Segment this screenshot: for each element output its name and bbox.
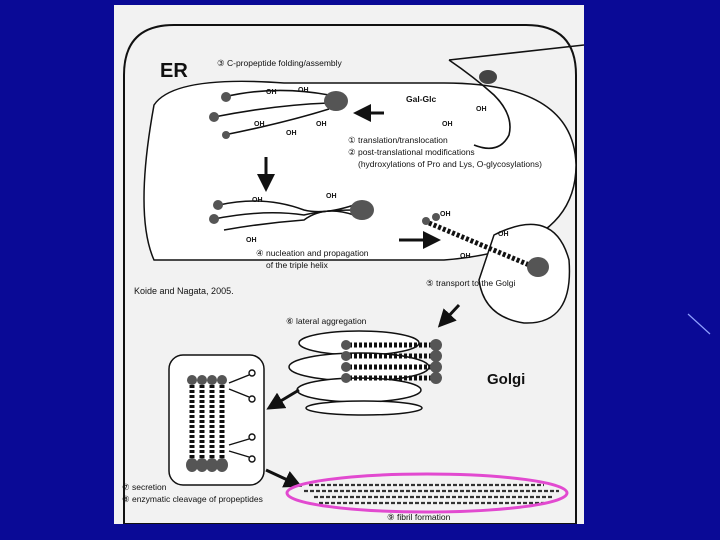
cell-membrane	[123, 24, 577, 524]
step2b-label: (hydroxylations of Pro and Lys, O-glycos…	[358, 159, 542, 169]
ribosome	[479, 70, 497, 84]
oh-label: OH	[298, 87, 309, 94]
citation-credit: Koide and Nagata, 2005.	[134, 286, 234, 296]
oh-label: OH	[254, 121, 265, 128]
arrow-to-golgi	[437, 303, 461, 328]
arrow-to-fibril	[265, 468, 303, 488]
oh-label: OH	[326, 193, 337, 200]
procollagen-in-vesicle	[428, 220, 535, 270]
secreted-procollagen	[189, 385, 225, 460]
oh-label: OH	[286, 130, 297, 137]
oh-label: OH	[246, 237, 257, 244]
fibril-highlight-ellipse	[285, 472, 569, 514]
aggregated-procollagen	[349, 342, 432, 381]
step1-label: ① translation/translocation	[348, 135, 448, 145]
sugar-label: Gal-Glc	[406, 94, 437, 104]
step4-label: ④ nucleation and propagation	[256, 248, 369, 258]
step4b-label: of the triple helix	[266, 260, 328, 270]
er-title: ER	[160, 60, 188, 82]
er-compartment	[143, 80, 577, 261]
scissors-icons	[228, 369, 256, 463]
oh-label: OH	[498, 231, 509, 238]
oh-label: OH	[266, 89, 277, 96]
step9-label: ⑨ fibril formation	[387, 512, 451, 522]
step8-label: ⑧ enzymatic cleavage of propeptides	[122, 494, 263, 504]
golgi-title: Golgi	[487, 371, 526, 388]
background-streak	[687, 313, 711, 335]
aggregate-ends	[341, 339, 442, 384]
procollagen-chains-step3	[213, 89, 330, 136]
secreted-ends	[186, 375, 228, 472]
oh-label: OH	[460, 253, 471, 260]
nascent-chain	[448, 59, 511, 150]
triple-helix-step4	[213, 200, 355, 231]
oh-label: OH	[252, 197, 263, 204]
step6-label: ⑥ lateral aggregation	[286, 316, 367, 326]
oh-label: OH	[476, 106, 487, 113]
collagen-fibril	[304, 483, 559, 505]
collagen-biosynthesis-figure: ER Golgi ③ C-propeptide folding/assembly…	[114, 5, 584, 524]
oh-label: OH	[442, 121, 453, 128]
step7-label: ⑦ secretion	[122, 482, 167, 492]
arrow-to-vesicle	[266, 388, 300, 410]
figure-drawing	[123, 24, 584, 524]
transport-vesicle	[478, 223, 571, 324]
step3-label: ③ C-propeptide folding/assembly	[217, 58, 342, 68]
step5-label: ⑤ transport to the Golgi	[426, 278, 516, 288]
golgi-cisterna-4	[305, 400, 423, 416]
golgi-cisterna-3	[296, 377, 422, 403]
step2-label: ② post-translational modifications	[348, 147, 475, 157]
oh-label: OH	[440, 211, 451, 218]
oh-label: OH	[316, 121, 327, 128]
